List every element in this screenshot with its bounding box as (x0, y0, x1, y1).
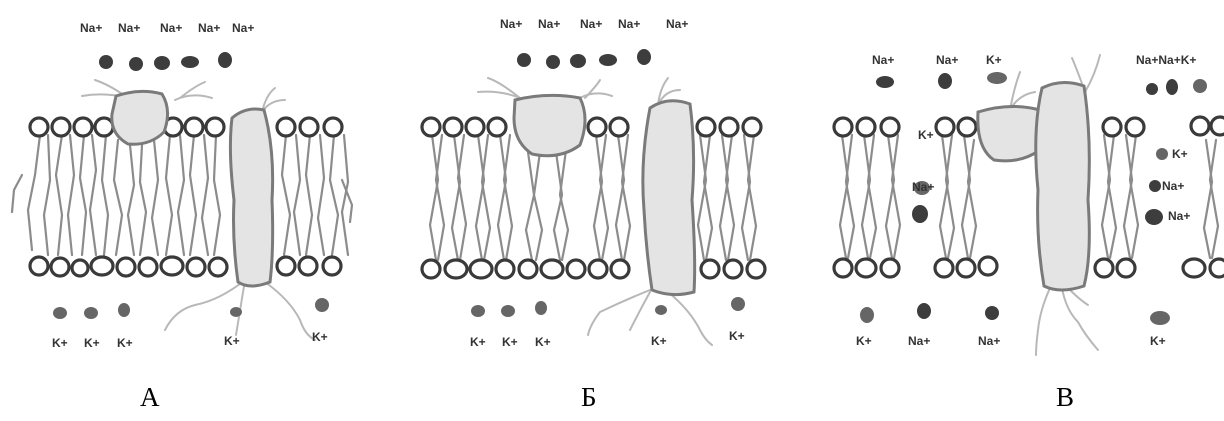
ion-label: Na+ (618, 17, 640, 31)
panel-a-top-dots (99, 52, 232, 71)
ion-label: K+ (729, 329, 745, 343)
panel-b-bottom-dots (471, 297, 745, 317)
ion-label: Na+ (1162, 179, 1184, 193)
panel-label: А (140, 382, 160, 412)
ion-label: K+ (224, 334, 240, 348)
ion-label: K+ (470, 335, 486, 349)
ion-label: K+ (502, 335, 518, 349)
ion-label: K+ (117, 336, 133, 350)
panel-c-bottom-ions: K+ Na+ Na+ K+ (856, 334, 1166, 348)
sodium-ion-dot (129, 57, 143, 71)
sodium-ion-dot (218, 52, 232, 68)
ion-label: Na+ (232, 21, 254, 35)
ion-label: Na+ (580, 17, 602, 31)
ion-label: K+ (1150, 334, 1166, 348)
lipid-heads-top (30, 118, 342, 136)
ion-label: Na+ (538, 17, 560, 31)
ion-label: K+ (1172, 147, 1188, 161)
ion-label: Na+ (500, 17, 522, 31)
pump-protein (1036, 82, 1090, 290)
lipid-heads-bottom (834, 257, 1224, 277)
channel-protein (514, 95, 585, 155)
ion-label: Na+ (160, 21, 182, 35)
lipid-heads-bottom (422, 260, 765, 278)
ion-label: K+ (84, 336, 100, 350)
lipid-heads-top (422, 118, 761, 136)
panel-b-top-dots (517, 49, 651, 69)
ion-label: Na+ (1168, 209, 1190, 223)
potassium-ion-dot (84, 307, 98, 319)
potassium-ion-dot (118, 303, 130, 317)
ion-label: K+ (986, 53, 1002, 67)
lipid-heads-bottom (30, 257, 341, 276)
ion-label: Na+ (872, 53, 894, 67)
panel-c: Na+ Na+ K+ Na+Na+K+ (834, 53, 1224, 412)
panel-c-bottom-dots (860, 303, 1170, 325)
ion-label: Na+ (666, 17, 688, 31)
sodium-ion-dot (154, 56, 170, 70)
ion-label: Na+ (908, 334, 930, 348)
ion-label: K+ (312, 330, 328, 344)
channel-protein (978, 106, 1043, 160)
ion-label: K+ (856, 334, 872, 348)
ion-label: Na+ (936, 53, 958, 67)
potassium-ion-dot (230, 307, 242, 317)
lipid-tails (430, 135, 756, 260)
panel-c-top-ions: Na+ Na+ K+ Na+Na+K+ (872, 53, 1196, 67)
ion-label: K+ (535, 335, 551, 349)
ion-label: Na+ (198, 21, 220, 35)
sodium-ion-dot (99, 55, 113, 69)
panel-b: Na+ Na+ Na+ Na+ Na+ (422, 17, 765, 412)
panel-a-bottom-ions: K+ K+ K+ K+ K+ (52, 330, 328, 350)
ion-label: K+ (918, 128, 934, 142)
panel-b-bottom-ions: K+ K+ K+ K+ K+ (470, 329, 745, 349)
lipid-tails (12, 135, 352, 255)
channel-protein (112, 91, 168, 144)
pump-protein (230, 109, 272, 286)
panel-a: Na+ Na+ Na+ Na+ Na+ (12, 21, 352, 412)
ion-label: Na+ (118, 21, 140, 35)
potassium-ion-dot (315, 298, 329, 312)
panel-a-top-ions: Na+ Na+ Na+ Na+ Na+ (80, 21, 254, 35)
panel-label: В (1056, 382, 1074, 412)
panel-b-top-ions: Na+ Na+ Na+ Na+ Na+ (500, 17, 688, 31)
pump-protein (643, 101, 695, 295)
ion-label: K+ (651, 334, 667, 348)
panel-label: Б (581, 382, 597, 412)
ion-label: Na+ (978, 334, 1000, 348)
ion-label: Na+ (912, 180, 934, 194)
ion-label: Na+Na+K+ (1136, 53, 1196, 67)
ion-label: Na+ (80, 21, 102, 35)
ion-label: K+ (52, 336, 68, 350)
potassium-ion-dot (53, 307, 67, 319)
sodium-ion-dot (181, 56, 199, 68)
